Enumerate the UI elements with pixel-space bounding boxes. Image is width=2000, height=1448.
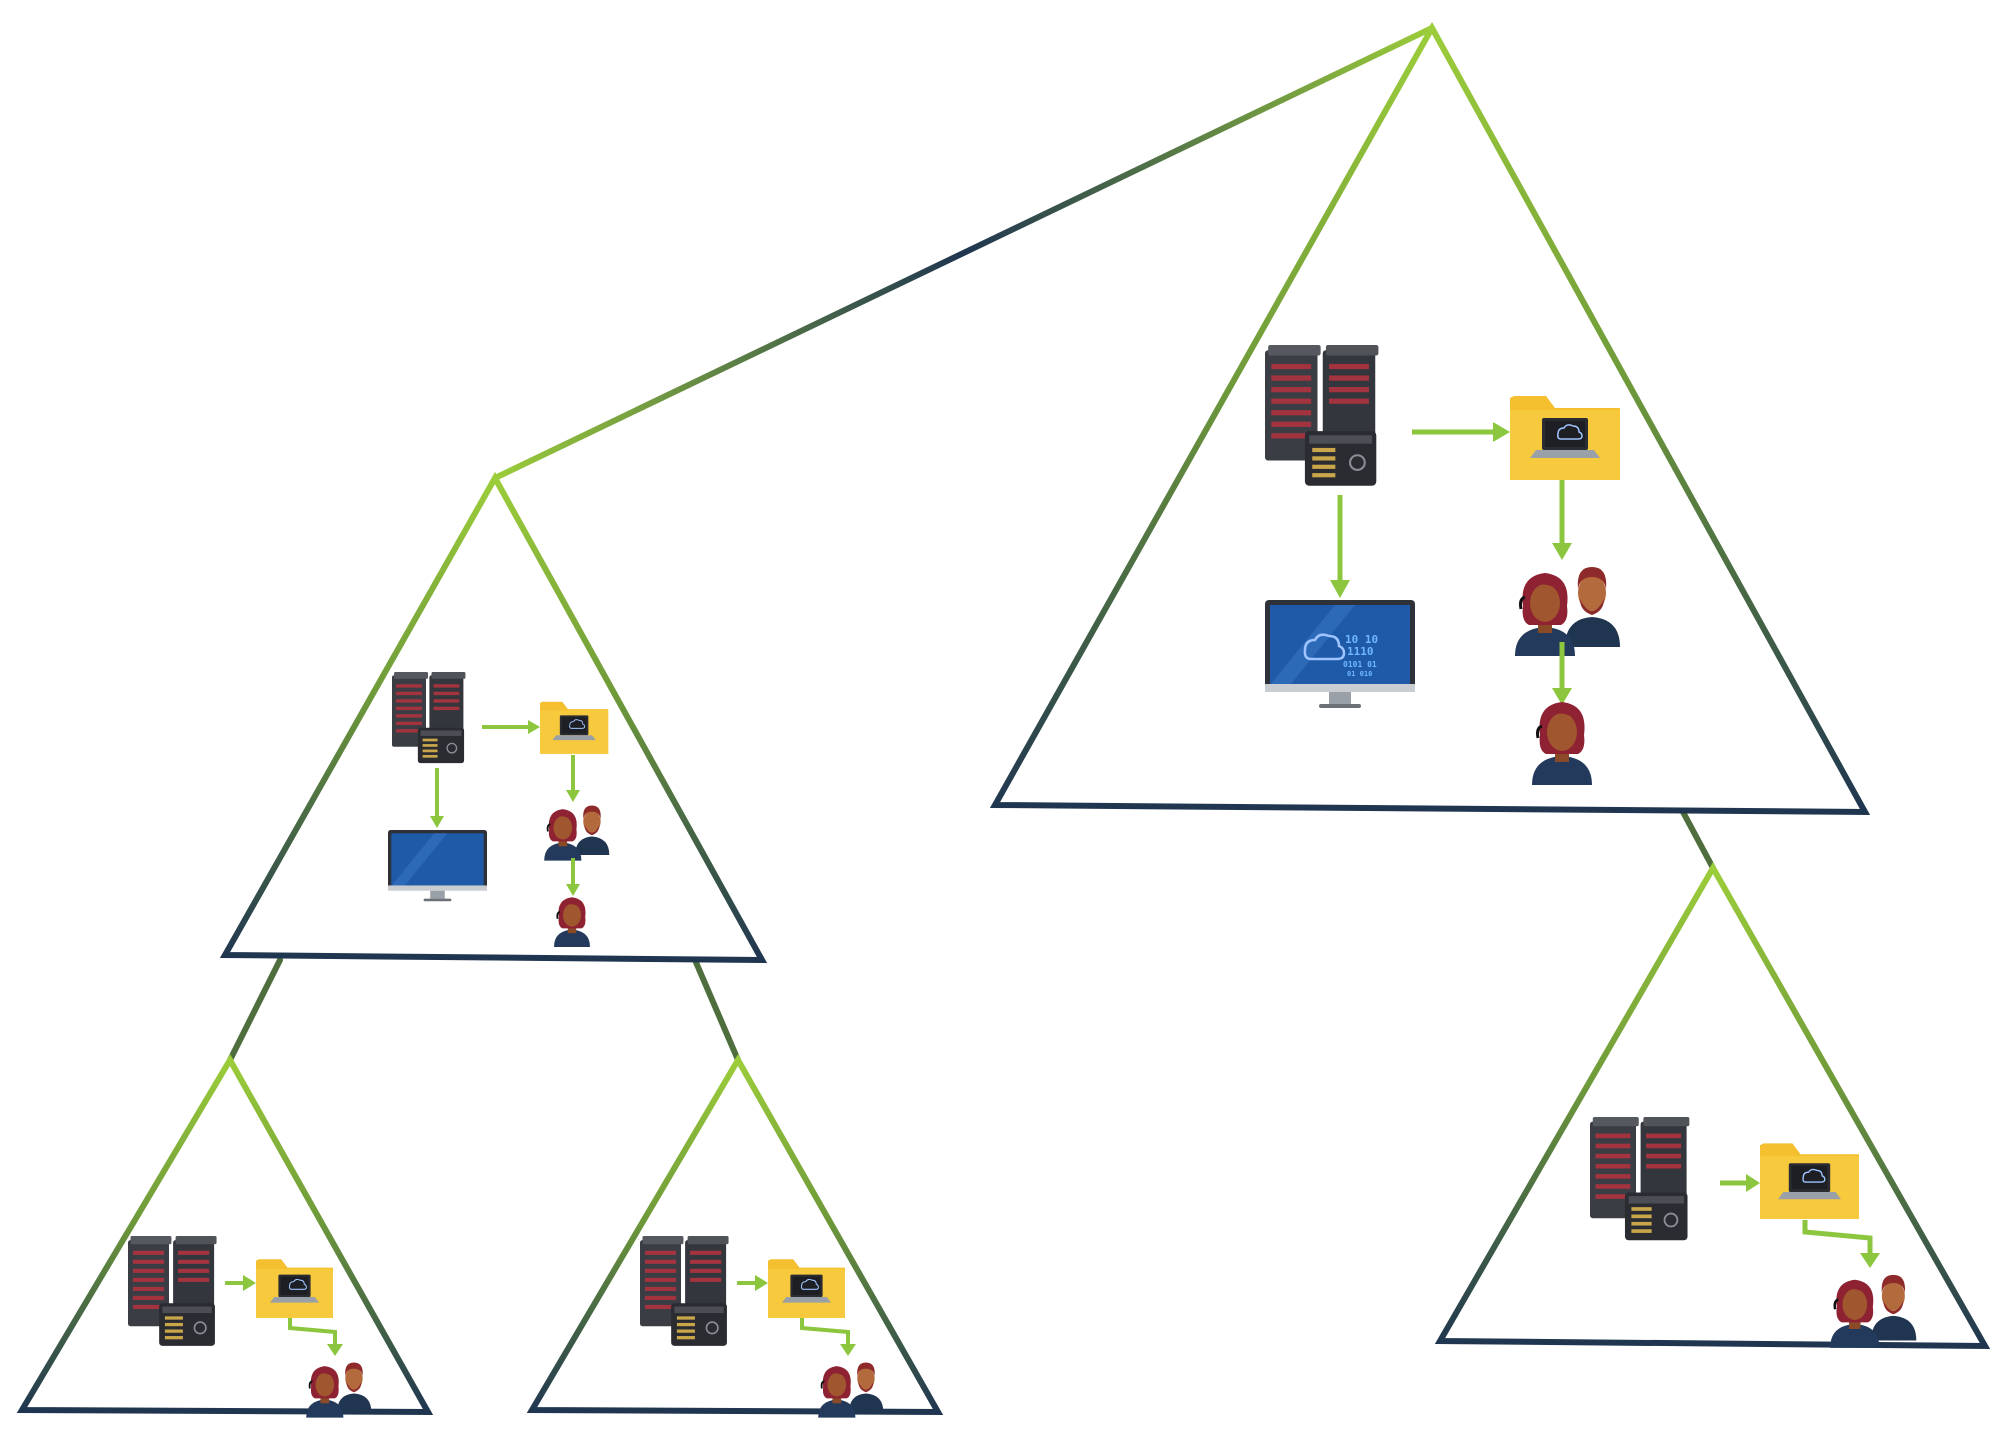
- arrow-down-icon: [566, 858, 580, 896]
- folder-laptop-icon: [539, 701, 609, 755]
- link-left-mid-to-leaf-2: [692, 957, 741, 1063]
- triangle-left-leaf-1: [16, 1054, 434, 1416]
- arrow-right-icon: [482, 720, 540, 734]
- server-rack-icon: [1263, 343, 1380, 487]
- node-left-leaf-1: [127, 1235, 371, 1418]
- user-group-icon: [544, 805, 609, 860]
- folder-laptop-icon: [255, 1258, 334, 1319]
- arrow-right-icon: [1412, 422, 1510, 442]
- triangle-right-leaf: [1434, 861, 1991, 1350]
- monitor-icon: 10 10 1110 0101 01 01 010: [1265, 600, 1415, 708]
- user-icon: [1530, 700, 1594, 787]
- monitor-text-line3: 0101 01: [1343, 660, 1377, 669]
- arrow-down-icon: [1552, 480, 1572, 560]
- arrow-elbow-icon: [800, 1318, 850, 1346]
- monitor-text-line4: 01 010: [1347, 670, 1372, 678]
- folder-laptop-icon: [1759, 1142, 1860, 1220]
- user-group-icon: [306, 1362, 371, 1417]
- node-left-mid: [388, 671, 609, 948]
- monitor-text-line1: 10 10: [1345, 633, 1378, 646]
- arrow-down-icon: [566, 755, 580, 802]
- server-rack-icon: [1589, 1116, 1691, 1242]
- arrow-right-icon: [225, 1275, 256, 1291]
- monitor-text-line2: 1110: [1347, 645, 1374, 658]
- server-rack-icon: [639, 1235, 730, 1347]
- user-group-icon: [1830, 1275, 1916, 1348]
- arrow-elbow-icon: [288, 1318, 337, 1346]
- folder-laptop-icon: [1509, 395, 1621, 481]
- node-right-leaf: [1589, 1116, 1916, 1348]
- node-root: 10 10 1110 0101 01 01 010: [1263, 343, 1621, 787]
- link-root-to-left-mid: [492, 25, 1435, 481]
- user-icon: [553, 896, 591, 948]
- user-group-icon: [1515, 567, 1620, 656]
- arrow-down-icon: [1552, 642, 1572, 705]
- folder-laptop-icon: [767, 1258, 846, 1319]
- arrow-head-icon: [1860, 1253, 1880, 1268]
- triangle-left-leaf-2: [526, 1054, 944, 1416]
- arrow-down-icon: [1330, 495, 1350, 598]
- monitor-icon: [388, 830, 487, 902]
- link-left-mid-to-leaf-1: [227, 957, 283, 1063]
- node-left-leaf-2: [639, 1235, 883, 1418]
- triangle-left-mid: [219, 471, 768, 964]
- arrow-right-icon: [737, 1275, 768, 1291]
- triangle-root: [989, 21, 1871, 816]
- arrow-head-icon: [840, 1344, 856, 1356]
- user-group-icon: [818, 1362, 883, 1417]
- server-rack-icon: [127, 1235, 218, 1347]
- link-root-to-right-leaf: [1680, 809, 1716, 871]
- arrow-head-icon: [327, 1344, 343, 1356]
- arrow-elbow-icon: [1802, 1220, 1873, 1255]
- server-rack-icon: [391, 671, 467, 764]
- arrow-right-icon: [1720, 1174, 1760, 1192]
- arrow-down-icon: [430, 768, 444, 828]
